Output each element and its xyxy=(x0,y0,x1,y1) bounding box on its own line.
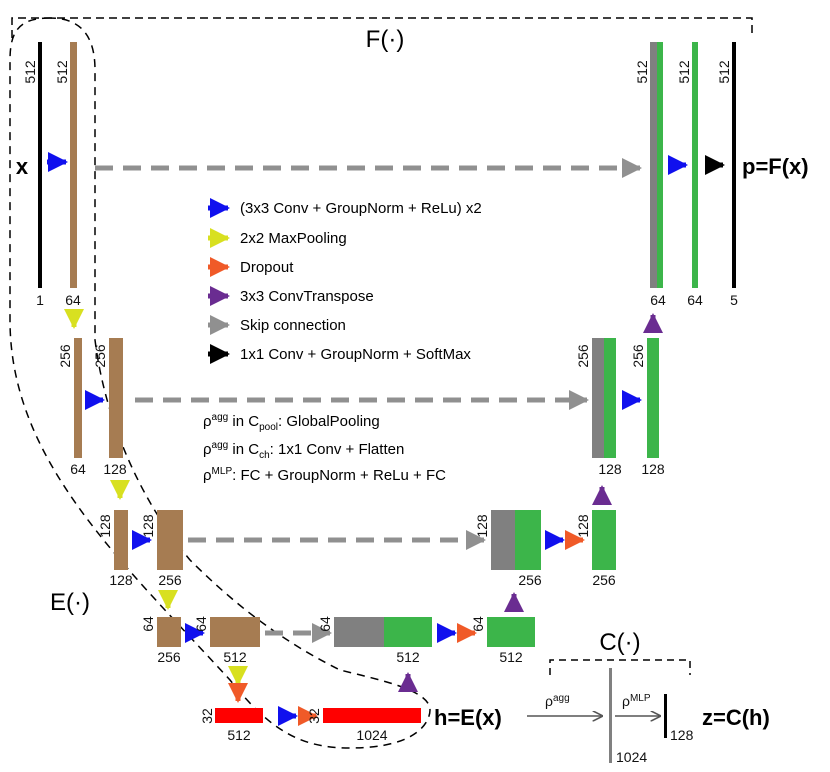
dim-label: 512 xyxy=(396,649,420,665)
encoder-block xyxy=(157,510,183,570)
dim-label: 256 xyxy=(158,572,182,588)
legend-item: 2x2 MaxPooling xyxy=(240,230,347,247)
output-label: p=F(x) xyxy=(742,154,809,179)
dim-label: 256 xyxy=(92,344,108,368)
legend-item: Dropout xyxy=(240,259,294,276)
dim-label: 128 xyxy=(641,461,665,477)
bottleneck-block xyxy=(323,708,421,723)
c-bracket xyxy=(549,659,691,675)
dim-label: 512 xyxy=(499,649,523,665)
rho-agg-label: ρagg xyxy=(545,693,570,709)
dim-label: 512 xyxy=(634,60,650,84)
dim-label: 64 xyxy=(650,292,666,308)
dim-label: 512 xyxy=(716,60,732,84)
e-label: E(·) xyxy=(50,589,90,616)
note-pool: ρagg in Cpool: GlobalPooling xyxy=(203,412,380,433)
decoder-block xyxy=(657,42,663,288)
encoder-block xyxy=(210,617,260,647)
decoder-block xyxy=(487,617,535,647)
z-label: z=C(h) xyxy=(702,705,770,730)
decoder-block xyxy=(515,510,541,570)
dim-label: 32 xyxy=(199,708,215,724)
output-bar xyxy=(732,42,736,288)
f-label: F(·) xyxy=(366,26,405,53)
dim-label: 256 xyxy=(630,344,646,368)
legend-item: 3x3 ConvTranspose xyxy=(240,288,374,305)
decoder-block xyxy=(384,617,432,647)
skip-block xyxy=(334,617,384,647)
dim-label: 512 xyxy=(227,727,251,743)
legend-item: 1x1 Conv + GroupNorm + SoftMax xyxy=(240,346,471,363)
input-bar xyxy=(38,42,42,288)
dim-label: 256 xyxy=(575,344,591,368)
decoder-block xyxy=(604,338,616,458)
skip-block xyxy=(650,42,657,288)
dim-label: 1 xyxy=(36,292,44,308)
note-mlp: ρMLP: FC + GroupNorm + ReLu + FC xyxy=(203,466,446,484)
encoder-block xyxy=(157,617,181,647)
dim-label: 64 xyxy=(65,292,81,308)
encoder-block xyxy=(70,42,77,288)
dim-label: 5 xyxy=(730,292,738,308)
z-vector-bar xyxy=(664,694,667,738)
h-label: h=E(x) xyxy=(434,705,502,730)
dim-label: 512 xyxy=(54,60,70,84)
dim-label: 256 xyxy=(157,649,181,665)
dim-label: 64 xyxy=(470,616,486,632)
dim-label: 256 xyxy=(518,572,542,588)
f-bracket xyxy=(11,17,753,38)
dim-label: 128 xyxy=(575,514,591,538)
dim-label: 128 xyxy=(109,572,133,588)
decoder-block xyxy=(592,510,616,570)
dim-label: 128 xyxy=(474,514,490,538)
encoder-block xyxy=(109,338,123,458)
rho-mlp-label: ρMLP xyxy=(622,693,651,709)
dim-label: 512 xyxy=(223,649,247,665)
dim-label: 512 xyxy=(676,60,692,84)
encoder-block xyxy=(74,338,82,458)
dim-label: 512 xyxy=(22,60,38,84)
dim-label: 64 xyxy=(140,616,156,632)
h-vector-bar xyxy=(609,668,612,763)
c-label: C(·) xyxy=(599,629,640,656)
dim-label: 64 xyxy=(70,461,86,477)
aggregation-notes: ρagg in Cpool: GlobalPooling ρagg in Cch… xyxy=(203,412,446,484)
dim-label: 1024 xyxy=(356,727,387,743)
dim-label: 128 xyxy=(97,514,113,538)
dim-label: 256 xyxy=(592,572,616,588)
dim-label: 128 xyxy=(103,461,127,477)
dim-label: 64 xyxy=(687,292,703,308)
dim-label: 1024 xyxy=(616,749,647,765)
dim-label: 128 xyxy=(598,461,622,477)
bottleneck-block xyxy=(215,708,263,723)
decoder-block xyxy=(692,42,698,288)
skip-block xyxy=(491,510,515,570)
encoder-block xyxy=(114,510,128,570)
decoder-block xyxy=(647,338,659,458)
legend-item: (3x3 Conv + GroupNorm + ReLu) x2 xyxy=(240,200,482,217)
note-ch: ρagg in Cch: 1x1 Conv + Flatten xyxy=(203,440,404,461)
dim-label: 128 xyxy=(140,514,156,538)
skip-block xyxy=(592,338,604,458)
dim-label: 32 xyxy=(306,708,322,724)
legend-item: Skip connection xyxy=(240,317,346,334)
dim-label: 256 xyxy=(57,344,73,368)
dim-label: 64 xyxy=(317,616,333,632)
dim-label: 128 xyxy=(670,727,694,743)
dim-label: 64 xyxy=(193,616,209,632)
input-x-label: x xyxy=(16,154,29,179)
legend: (3x3 Conv + GroupNorm + ReLu) x2 2x2 Max… xyxy=(208,198,482,364)
